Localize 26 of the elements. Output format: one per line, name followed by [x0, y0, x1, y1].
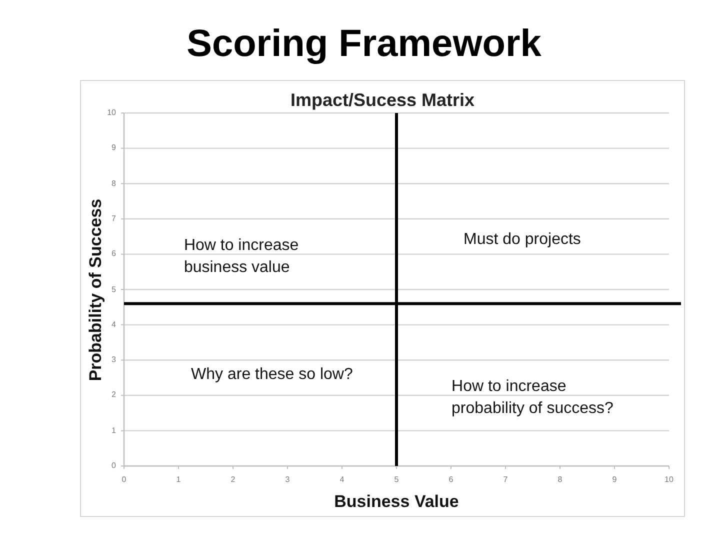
tick-label: 1: [176, 475, 181, 485]
tick-label: 2: [230, 475, 236, 485]
tick-label: 4: [112, 320, 116, 330]
tick-label: 7: [503, 475, 508, 485]
tick-label: 10: [107, 108, 116, 118]
tick-label: 8: [112, 178, 116, 189]
tick-label: 6: [112, 249, 116, 260]
tick-label: 10: [664, 475, 674, 485]
tick-label: 3: [112, 355, 116, 366]
tick-label: 6: [448, 475, 454, 485]
tick-label: 0: [112, 461, 116, 471]
chart-title: Impact/Sucess Matrix: [290, 89, 475, 111]
tick-label: 7: [112, 214, 116, 224]
tick-label: 3: [285, 475, 290, 485]
tick-label: 8: [558, 475, 562, 485]
tick-label: 5: [394, 475, 399, 485]
page-title: Scoring Framework: [186, 22, 542, 67]
tick-label: 2: [112, 390, 116, 400]
tick-label: 5: [112, 284, 116, 294]
tick-label: 4: [340, 475, 344, 485]
tick-label: 0: [122, 475, 126, 485]
tick-label: 9: [612, 475, 617, 485]
axis-title: Business Value: [334, 491, 459, 513]
axis-title: Probability of Success: [85, 198, 106, 381]
tick-label: 9: [112, 143, 116, 154]
tick-label: 1: [112, 426, 116, 436]
